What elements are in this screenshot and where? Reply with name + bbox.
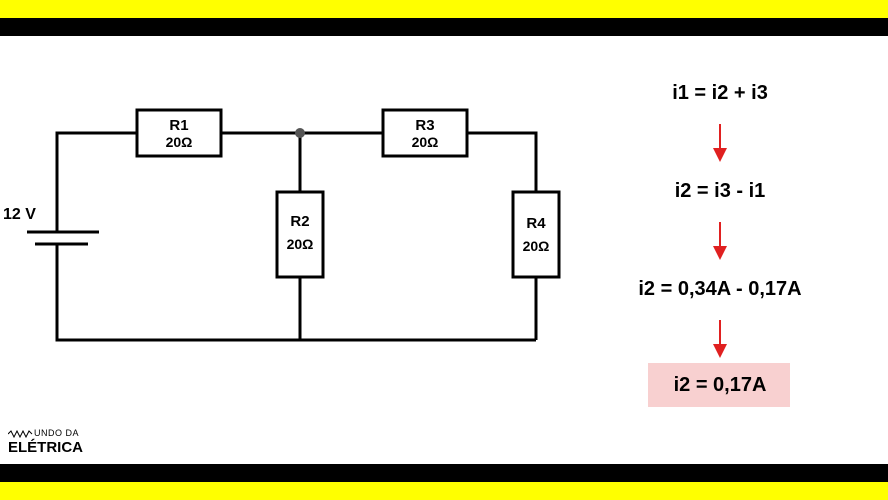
resistor-r4-value: 20Ω — [523, 238, 550, 254]
resistor-r3 — [381, 108, 469, 158]
logo-line2: ELÉTRICA — [8, 439, 83, 456]
resistor-r2-value: 20Ω — [287, 236, 314, 252]
arrow-down-icon — [713, 320, 727, 358]
wire-r3-r4 — [467, 131, 538, 192]
arrow-down-icon — [713, 124, 727, 162]
resistor-r1 — [135, 108, 223, 158]
resistor-r4 — [511, 190, 561, 279]
resistor-r4-name: R4 — [526, 215, 546, 232]
resistor-r3-name: R3 — [415, 117, 434, 134]
equation-rearranged: i2 = i3 - i1 — [674, 180, 766, 202]
logo-line1: UNDO DA — [34, 428, 80, 438]
wire-top-left — [55, 131, 137, 232]
brand-logo: UNDO DA ELÉTRICA — [7, 428, 83, 456]
equation-result: i2 = 0,17A — [673, 374, 767, 396]
wave-icon — [7, 429, 33, 438]
arrow-down-icon — [713, 222, 727, 260]
result-highlight — [648, 363, 790, 407]
resistor-r1-name: R1 — [169, 117, 188, 134]
resistor-r3-value: 20Ω — [412, 134, 439, 150]
resistor-r1-value: 20Ω — [166, 134, 193, 150]
equation-kcl: i1 = i2 + i3 — [672, 82, 768, 104]
bottom-black-band — [0, 464, 888, 482]
bottom-yellow-band — [0, 482, 888, 500]
resistor-r2 — [275, 190, 325, 279]
equation-substituted: i2 = 0,34A - 0,17A — [638, 278, 802, 300]
top-yellow-band — [0, 0, 888, 18]
wire-bottom — [55, 244, 536, 342]
resistor-r2-name: R2 — [290, 213, 309, 230]
top-black-band — [0, 18, 888, 36]
voltage-label: 12 V — [3, 206, 36, 223]
junction-node — [295, 128, 305, 138]
